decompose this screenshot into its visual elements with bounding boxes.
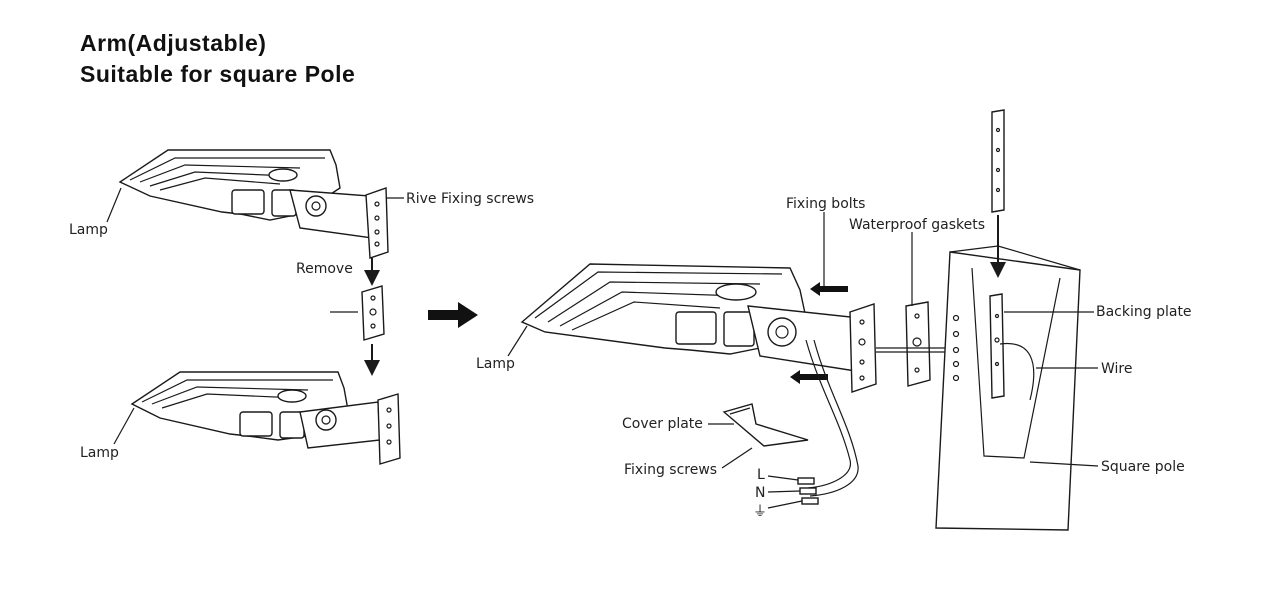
label-rive-fixing-screws: Rive Fixing screws <box>406 191 534 207</box>
transition-arrow <box>428 302 478 328</box>
label-lamp-center: Lamp <box>476 356 515 372</box>
label-remove: Remove <box>296 261 353 277</box>
diagram-title: Arm(Adjustable) Suitable for square Pole <box>80 28 355 90</box>
backing-plate-illustration <box>989 109 1005 399</box>
square-pole-illustration <box>935 245 1081 531</box>
cover-plate-illustration <box>722 403 809 447</box>
label-wire-n: N <box>755 485 765 501</box>
label-waterproof-gaskets: Waterproof gaskets <box>849 217 985 233</box>
removed-plate-illustration <box>361 285 385 341</box>
lamp-illustration-top <box>118 149 389 259</box>
label-lamp-bottom: Lamp <box>80 445 119 461</box>
label-wire-l: L <box>757 467 765 483</box>
label-wire: Wire <box>1101 361 1133 377</box>
label-square-pole: Square pole <box>1101 459 1185 475</box>
leader-lines <box>106 187 1099 509</box>
label-fixing-screws: Fixing screws <box>624 462 717 478</box>
label-cover-plate: Cover plate <box>622 416 703 432</box>
ground-icon: ⏚ <box>753 504 767 520</box>
label-backing-plate: Backing plate <box>1096 304 1192 320</box>
title-line-2: Suitable for square Pole <box>80 61 356 87</box>
title-line-1: Arm(Adjustable) <box>80 30 267 56</box>
fixing-bolt-arrow-1 <box>810 282 848 296</box>
label-fixing-bolts: Fixing bolts <box>786 196 865 212</box>
lamp-illustration-bottom <box>130 371 401 465</box>
fixing-bolt-arrow-2 <box>790 370 828 384</box>
label-lamp-top: Lamp <box>69 222 108 238</box>
lamp-illustration-center <box>520 263 877 393</box>
